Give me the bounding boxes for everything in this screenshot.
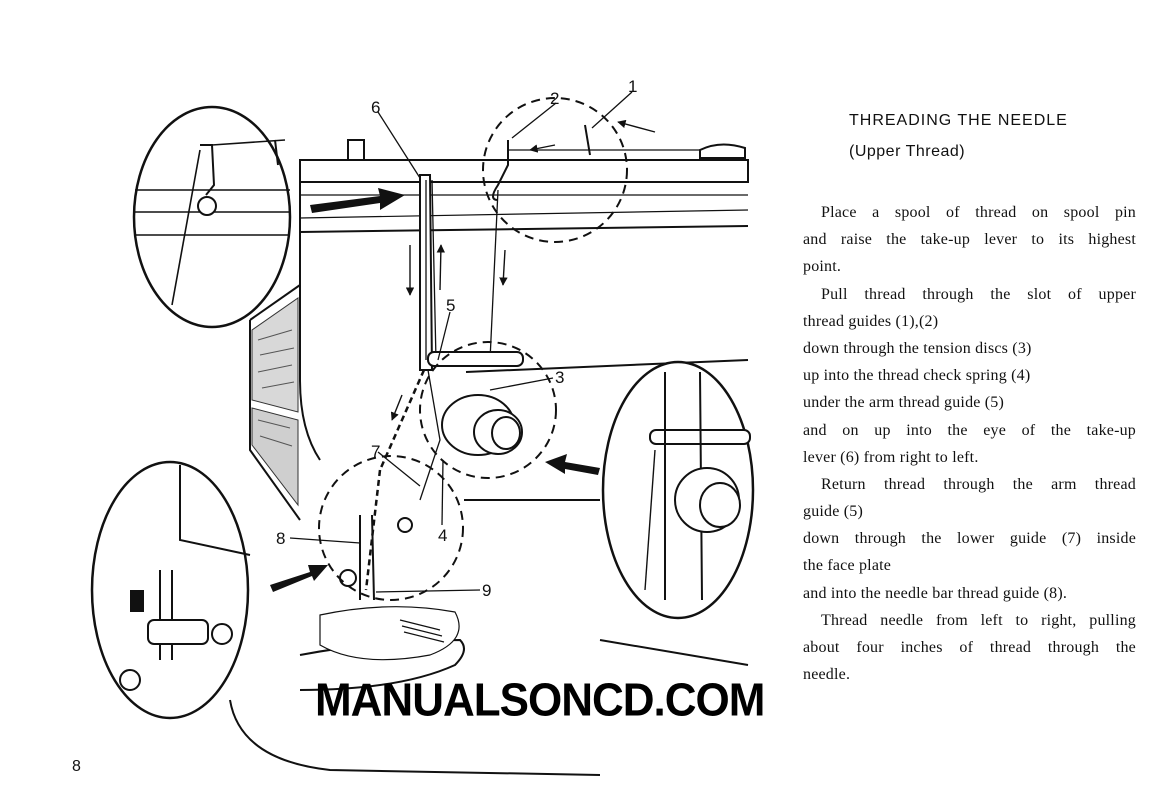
- instruction-line: under the arm thread guide (5): [803, 394, 1005, 412]
- instruction-line: and on up into the eye of the take-up: [803, 421, 1136, 439]
- instruction-line: down through the lower guide (7) inside: [803, 530, 1136, 548]
- instruction-line: Thread needle from left to right, pullin…: [821, 611, 1136, 629]
- page-subtitle: (Upper Thread): [849, 143, 966, 160]
- callout-7: 7: [371, 442, 380, 461]
- instruction-line: lever (6) from right to left.: [803, 448, 979, 466]
- spool-pin: [347, 139, 746, 161]
- instruction-line: point.: [803, 258, 842, 276]
- callout-6: 6: [371, 98, 380, 117]
- instruction-line: Return thread through the arm thread: [821, 475, 1136, 493]
- arrow-down-icon: [390, 245, 508, 421]
- magnify-upper-guide: [132, 105, 292, 329]
- instruction-line: guide (5): [803, 503, 864, 521]
- callout-9: 9: [482, 581, 491, 600]
- arrow-left-icon: [529, 119, 656, 153]
- arrow-right-icon: [310, 188, 405, 213]
- callout-3: 3: [555, 368, 564, 387]
- callout-leaders: [289, 91, 633, 593]
- callout-1: 1: [628, 77, 637, 96]
- instruction-line: thread guides (1),(2): [803, 312, 939, 330]
- instruction-line: Pull thread through the slot of upper: [821, 285, 1136, 303]
- face-panel: [251, 297, 299, 507]
- page-number: 8: [72, 758, 81, 775]
- tension-dial: [441, 394, 523, 456]
- instruction-line: and raise the take-up lever to its highe…: [803, 231, 1136, 249]
- instruction-line: the face plate: [803, 557, 892, 575]
- needle-plate: [319, 606, 460, 661]
- instructions-text: Place a spool of thread on spool pin and…: [803, 199, 1136, 688]
- page-title: THREADING THE NEEDLE: [849, 112, 1068, 129]
- callout-4: 4: [438, 526, 447, 545]
- instruction-line: down through the tension discs (3): [803, 339, 1032, 357]
- arrow-right-icon: [270, 565, 328, 592]
- arrow-up-icon: [436, 244, 446, 291]
- magnify-needle: [90, 460, 251, 720]
- instruction-line: and into the needle bar thread guide (8)…: [803, 584, 1068, 602]
- callout-8: 8: [276, 529, 285, 548]
- callout-2: 2: [550, 89, 559, 108]
- instruction-line: needle.: [803, 666, 851, 684]
- thread-path: [339, 124, 700, 601]
- instruction-line: about four inches of thread through the: [803, 639, 1136, 656]
- instruction-line: Place a spool of thread on spool pin: [821, 204, 1136, 221]
- callout-5: 5: [446, 296, 455, 315]
- focus-circles: [318, 97, 628, 601]
- sewing-machine-threading-diagram: 1 2 3 4 5 6 7 8 9: [90, 77, 755, 776]
- arrow-left-icon: [545, 454, 600, 475]
- instruction-line: up into the thread check spring (4): [803, 367, 1031, 385]
- callout-numbers: 1 2 3 4 5 6 7 8 9: [276, 77, 637, 600]
- watermark: MANUALSONCD.COM: [315, 674, 765, 727]
- magnify-tension: [601, 360, 755, 620]
